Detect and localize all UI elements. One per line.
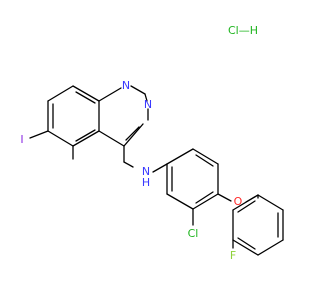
bond bbox=[72, 130, 100, 147]
atom-n1-label: N bbox=[122, 79, 130, 92]
bond bbox=[232, 194, 259, 211]
chemical-structure-diagram: N N I N H Cl O F Cl—H bbox=[20, 24, 284, 262]
bond-nh-aryl bbox=[152, 163, 168, 173]
atom-n3-label: N bbox=[144, 98, 152, 111]
atom-fluorine-label: F bbox=[230, 249, 236, 262]
double-bond-inner bbox=[237, 200, 256, 213]
bond bbox=[72, 85, 100, 102]
hydrochloride-salt-label: Cl—H bbox=[228, 24, 258, 37]
bond bbox=[166, 193, 194, 210]
bond bbox=[47, 130, 74, 147]
bond bbox=[144, 93, 148, 102]
bond bbox=[192, 193, 219, 210]
bond bbox=[130, 85, 146, 95]
bond-aryl-oxygen bbox=[217, 193, 232, 202]
quinazoline-benzo-ring bbox=[47, 85, 100, 147]
double-bond-inner bbox=[195, 191, 214, 204]
bond-to-iodine bbox=[29, 130, 49, 139]
bond bbox=[257, 194, 284, 211]
chloroaniline-ring bbox=[166, 148, 219, 210]
atom-nh-label: N bbox=[142, 165, 150, 178]
bond bbox=[257, 239, 284, 256]
atom-nh-hydrogen-label: H bbox=[142, 176, 150, 189]
atom-iodine-label: I bbox=[20, 133, 23, 146]
bond bbox=[98, 130, 125, 147]
atom-oxygen-label: O bbox=[234, 195, 243, 208]
bond bbox=[47, 85, 74, 102]
double-bond-inner bbox=[125, 126, 140, 141]
bond-c4-nh bbox=[123, 161, 134, 168]
bond bbox=[123, 123, 144, 147]
fluorophenyl-ring bbox=[232, 194, 284, 256]
double-bond-inner bbox=[195, 154, 214, 167]
double-bond-inner bbox=[237, 237, 256, 250]
bond bbox=[192, 148, 219, 165]
bond bbox=[232, 239, 259, 256]
double-bond-inner bbox=[75, 91, 96, 104]
atom-chlorine-label: Cl bbox=[188, 227, 199, 240]
quinazoline-pyrimidine-ring bbox=[98, 85, 149, 147]
bond bbox=[166, 148, 194, 165]
double-bond-inner bbox=[75, 129, 96, 142]
bond bbox=[98, 87, 122, 102]
